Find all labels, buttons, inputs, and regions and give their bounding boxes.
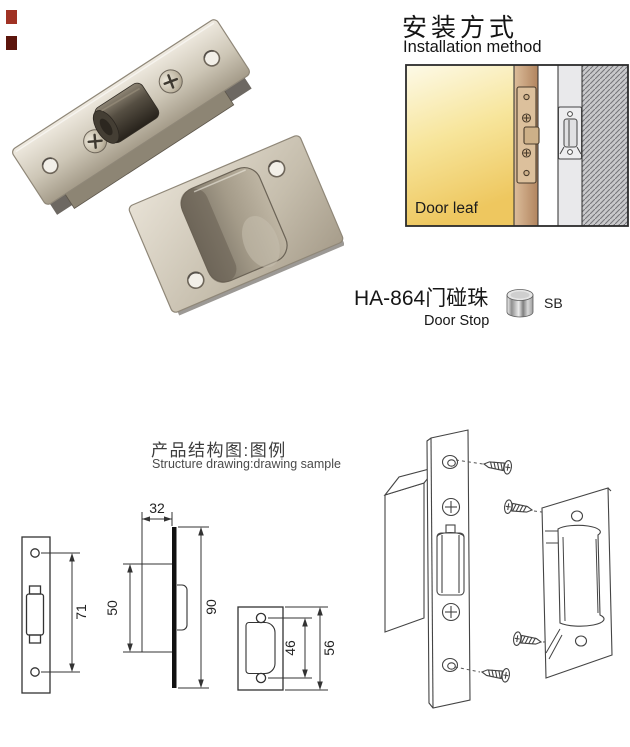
diagram-strike-plate (558, 106, 582, 160)
door-leaf-area (406, 65, 514, 226)
installation-diagram: Door leaf (405, 64, 629, 227)
photo-strike-recess (180, 167, 288, 283)
product-code: HA-864 (354, 287, 426, 310)
door-gap-area (538, 65, 558, 226)
dim-56: 56 (321, 640, 337, 656)
product-name-zh: 门碰珠 (425, 287, 489, 310)
diagram-bolt-plate (516, 86, 540, 184)
page-index-tab-bottom (6, 36, 17, 50)
drawing-strike-front: 46 56 (237, 606, 337, 691)
dim-71: 71 (73, 604, 89, 620)
dim-90: 90 (203, 599, 219, 615)
installation-title-en: Installation method (403, 38, 542, 56)
door-leaf-label: Door leaf (415, 200, 479, 217)
photo-plate-hole (41, 157, 59, 175)
product-heading: HA-864门碰珠 Door Stop (354, 282, 489, 329)
drawing-exploded-assembly (383, 429, 613, 709)
photo-strike-hole (267, 159, 286, 178)
technical-drawings: 71 (21, 429, 613, 709)
photo-strike-plate (128, 135, 344, 316)
photo-phillips-screw (158, 69, 183, 94)
photo-roller (92, 82, 160, 144)
structure-title-zh: 产品结构图:图例 (151, 441, 287, 460)
installation-title-zh: 安装方式 (402, 14, 519, 42)
photo-bolt-plate (12, 19, 252, 215)
product-photo (12, 19, 344, 316)
structure-title-en: Structure drawing:drawing sample (152, 457, 341, 471)
dim-32: 32 (149, 500, 165, 516)
wall-hatch (582, 65, 628, 226)
finish-sample-cylinder-icon (506, 289, 534, 318)
photo-plate-hole (203, 49, 221, 67)
drawing-faceplate-front: 71 (21, 536, 89, 694)
dim-50: 50 (104, 600, 120, 616)
product-name-en: Door Stop (424, 313, 490, 329)
drawing-side-view: 32 50 90 (104, 500, 219, 689)
dim-46: 46 (282, 640, 298, 656)
photo-strike-hole (186, 271, 205, 289)
finish-code-label: SB (544, 295, 563, 311)
page-index-tab-top (6, 10, 17, 24)
